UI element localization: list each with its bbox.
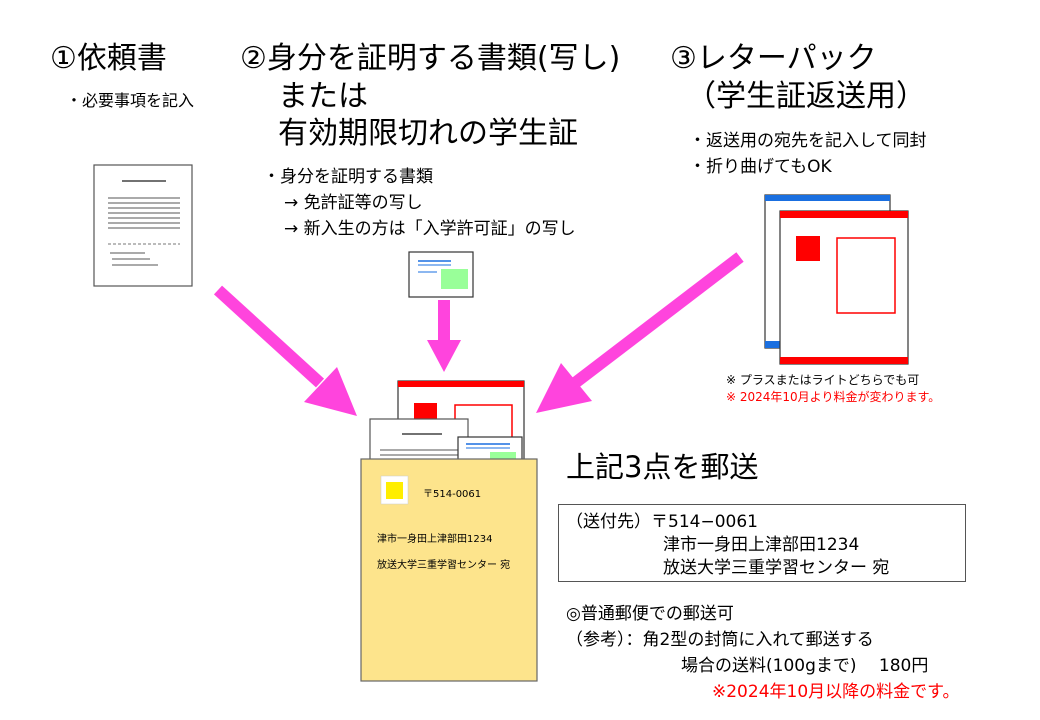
item3-note-line2: ・折り曲げてもOK [689,157,832,177]
reference-line2: 場合の送料(100gまで) 180円 [681,656,929,676]
arrow-center-icon [427,300,461,372]
item3-title-line1: ③レターパック [670,41,877,76]
item3-footnote-1: ※ プラスまたはライトどちらでも可 [726,373,920,387]
envelope-address: 津市一身田上津部田1234 [377,534,493,545]
item2-note-line1: ・身分を証明する書類 [263,167,433,187]
envelope-recipient: 放送大学三重学習センター 宛 [377,560,511,571]
item3-footnote-2: ※ 2024年10月より料金が変わります。 [726,390,941,404]
item2-title-line2: または [278,79,368,114]
item2-note-line3: → 新入生の方は「入学許可証」の写し [284,219,576,239]
item2-note-line2: → 免許証等の写し [284,193,423,213]
envelope-postal: 〒514-0061 [423,489,482,500]
item1-title: ①依頼書 [50,41,167,76]
destination-box [558,504,966,582]
id-card-icon [408,251,474,298]
request-form-icon [93,164,193,287]
reference-line1: （参考）：角2型の封筒に入れて郵送する [566,630,874,650]
destination-label: （送付先）〒514−0061 [566,512,758,532]
item2-title-line1: ②身分を証明する書類(写し) [240,41,621,76]
regular-mail-note: ◎普通郵便での郵送可 [566,604,734,624]
envelope-icon [360,458,538,682]
destination-recipient: 放送大学三重学習センター 宛 [663,558,890,578]
item3-note-line1: ・返送用の宛先を記入して同封 [689,131,927,151]
mail-heading: 上記3点を郵送 [566,450,759,484]
item1-note: ・必要事項を記入 [66,91,195,110]
letterpack-icon [764,194,909,365]
reference-note: ※2024年10月以降の料金です。 [712,682,960,702]
arrow-left-icon [213,285,357,416]
destination-address: 津市一身田上津部田1234 [663,535,860,555]
item3-title-line2: （学生証返送用） [686,79,926,114]
item2-title-line3: 有効期限切れの学生証 [278,116,578,151]
arrow-right-icon [536,252,744,413]
